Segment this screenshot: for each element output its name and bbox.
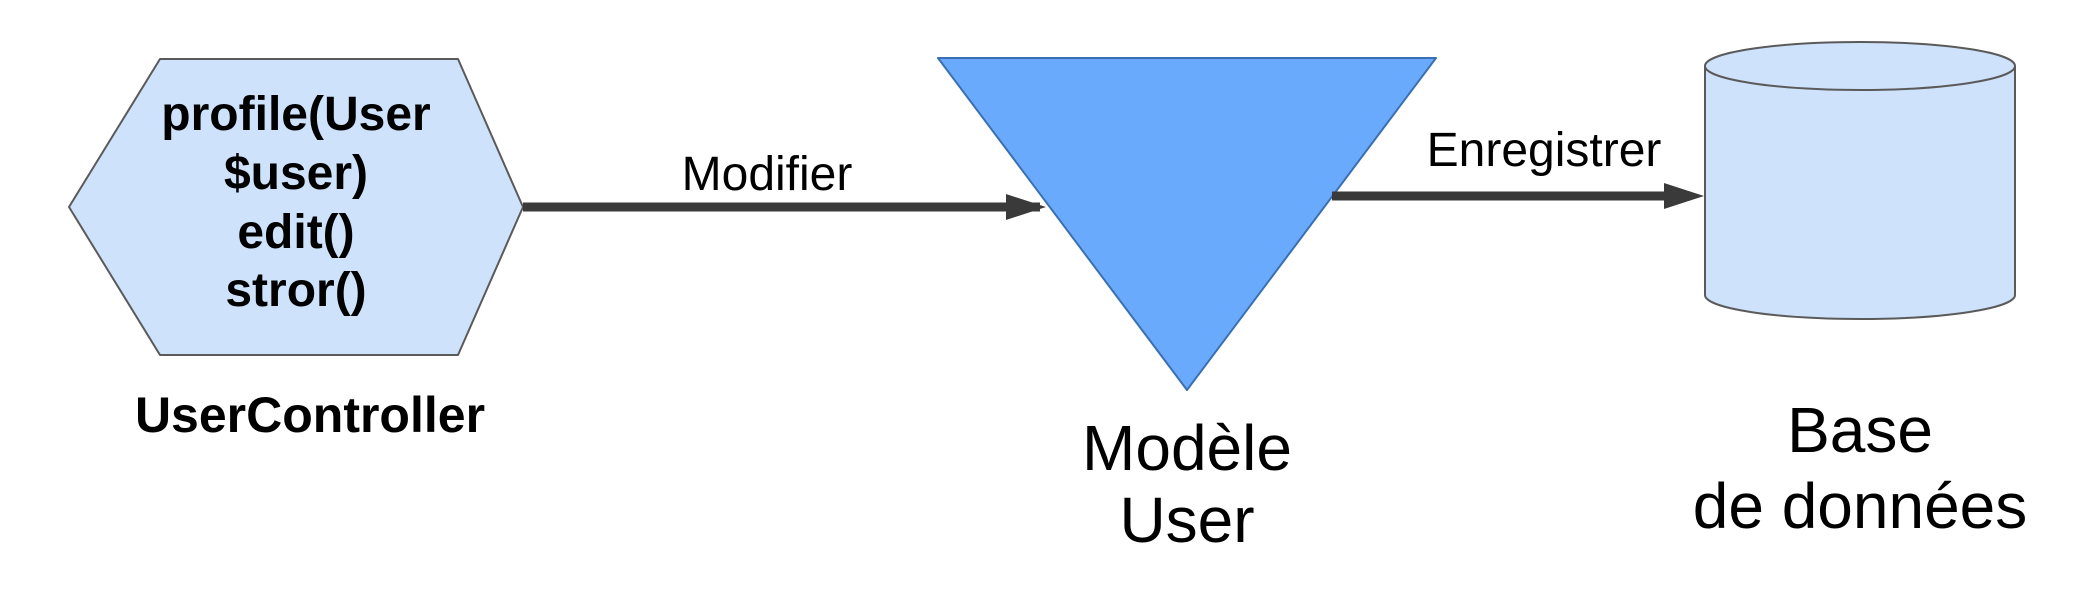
controller-hexagon-shape — [68, 58, 524, 356]
database-node — [1704, 41, 2016, 320]
modify-edge: Modifier — [523, 148, 1046, 220]
modify-edge-label: Modifier — [682, 148, 853, 201]
model-triangle-shape — [937, 57, 1437, 391]
user-model-node — [937, 57, 1437, 391]
controller-label: UserController — [135, 387, 485, 443]
database-cylinder-top — [1704, 41, 2016, 91]
save-edge-label: Enregistrer — [1427, 124, 1662, 177]
controller-method-line-2: $user) — [224, 147, 368, 200]
controller-method-line-1: profile(User — [161, 88, 430, 141]
controller-method-line-3: edit() — [237, 206, 354, 259]
database-label-line-1: Base — [1787, 394, 1933, 466]
model-label-line-1: Modèle — [1082, 412, 1292, 484]
model-label-line-2: User — [1119, 484, 1254, 556]
save-edge: Enregistrer — [1332, 124, 1704, 209]
user-controller-node: profile(User $user) edit() stror() — [68, 58, 524, 356]
database-label-line-2: de données — [1693, 470, 2028, 542]
modify-arrowhead — [1006, 194, 1046, 220]
save-arrowhead — [1664, 183, 1704, 209]
database-cylinder-body — [1704, 66, 2016, 320]
controller-method-line-4: stror() — [225, 264, 366, 317]
